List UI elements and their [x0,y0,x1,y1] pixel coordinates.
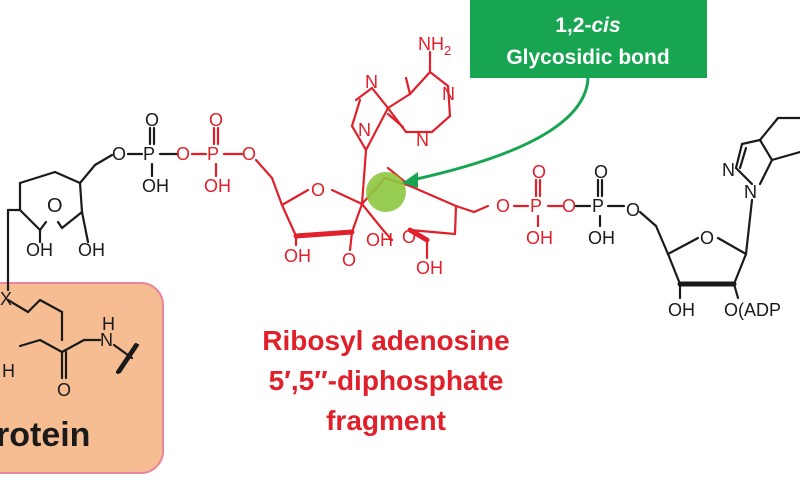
left-p-oxo: O [145,110,159,130]
adenine-n1: N [442,84,455,104]
protein-x-atom: X [0,289,12,309]
callout-box [470,0,707,78]
red-o-ribose-2: O [342,250,356,270]
left-ring-oxygen: O [47,195,63,217]
red-oh-ribose-3: OH [416,258,443,278]
red-fragment-bonds [190,50,564,260]
left-ribose-phosphate [6,126,180,380]
red-p-atom-2: P [530,196,542,216]
protein-box [0,282,164,474]
caption-line-2: 5′,5″-diphosphate [269,365,504,396]
callout-arrow [411,77,590,182]
caption-line-3: fragment [326,405,446,436]
left-oh-1: OH [26,240,53,260]
right-adenine-n7: N [722,160,735,180]
caption-line-1: Ribosyl adenosine [262,325,509,356]
red-oh-ribose-1: OH [284,246,311,266]
red-o-bridge-1: O [176,144,190,164]
adenine-n9: N [358,120,371,140]
red-ring-oxygen-2: O [402,227,416,247]
protein-nh-n: N [100,330,113,350]
right-p-oh: OH [588,228,615,248]
right-adp-ribose [574,116,800,300]
amine-nh2: NH2 [418,34,451,58]
protein-carbonyl-o: O [57,380,71,400]
red-o-bridge-2: O [242,144,256,164]
red-p-atom-1: P [207,144,219,164]
right-oh: OH [668,300,695,320]
glycosidic-bond-highlight [366,172,406,212]
callout-arrowhead [402,172,418,188]
red-o-bridge-4: O [562,196,576,216]
right-ring-oxygen: O [700,228,714,248]
red-p-oxo-2: O [532,162,546,182]
callout-line-1: 1,2-cis [555,14,620,37]
adenine-n7: N [365,72,378,92]
left-o-bridge: O [112,144,126,164]
red-ring-oxygen-1: O [311,180,325,200]
protein-label: rotein [0,416,90,454]
right-adenine-n9: N [744,182,757,202]
left-p-oh: OH [142,176,169,196]
right-o-bridge: O [626,200,640,220]
red-oh-ribose-2: OH [366,230,393,250]
red-p-oh-2: OH [526,228,553,248]
red-p-oh-1: OH [204,176,231,196]
red-p-oxo-1: O [209,110,223,130]
callout-line-2: Glycosidic bond [506,46,669,69]
red-o-bridge-3: O [496,196,510,216]
protein-nh-h: H [102,314,115,334]
left-oh-2: OH [78,240,105,260]
adenine-n3: N [416,130,429,150]
protein-h-atom: H [2,361,15,381]
right-p-oxo: O [594,162,608,182]
right-o-adp: O(ADP [724,300,781,320]
right-p-atom: P [592,196,604,216]
left-p-atom: P [143,144,155,164]
